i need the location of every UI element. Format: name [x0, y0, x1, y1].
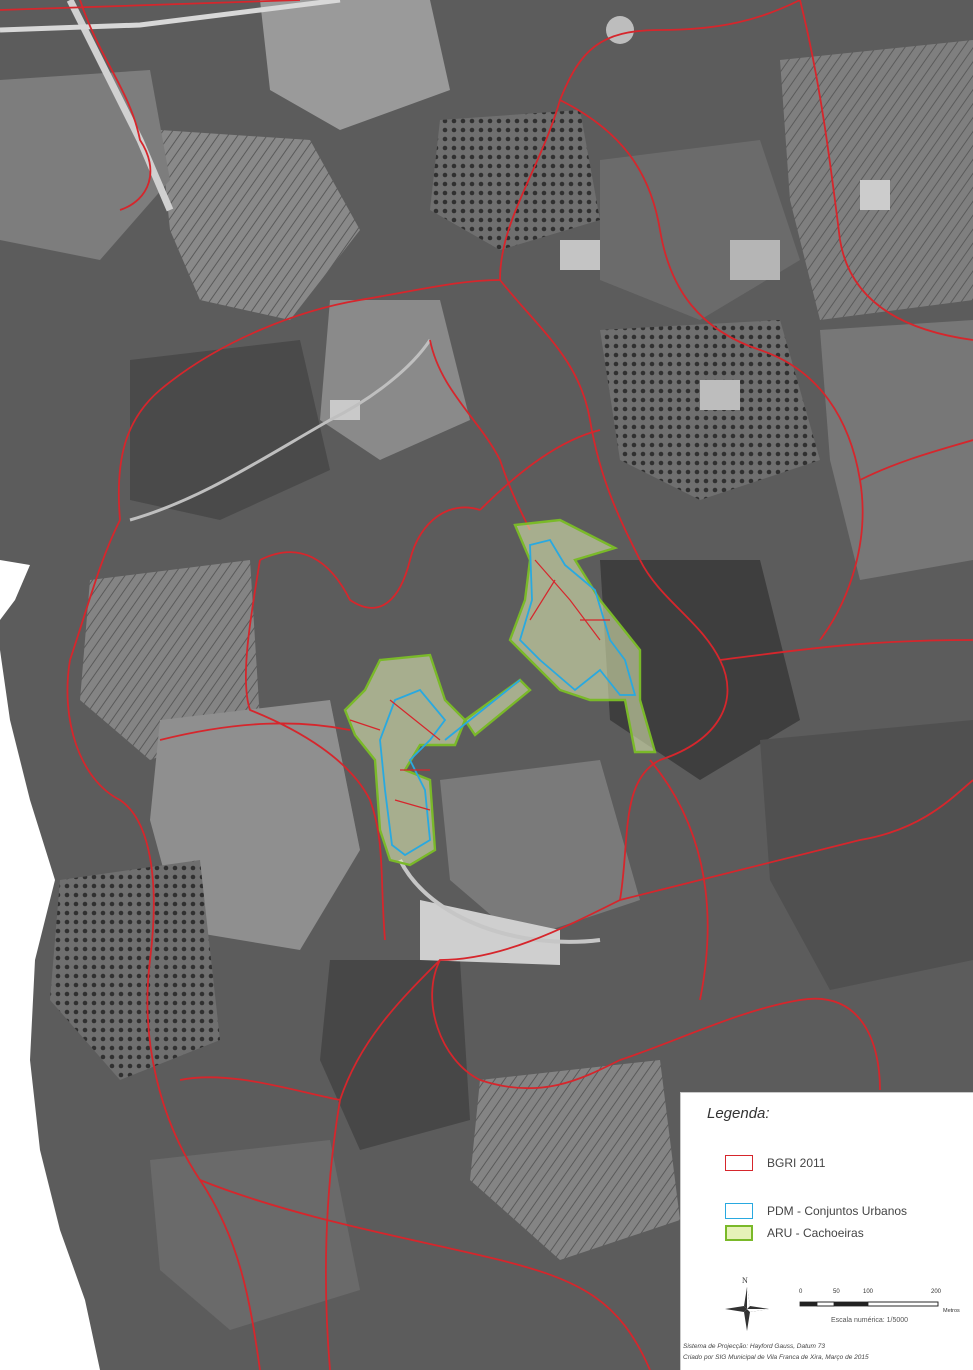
projection-credit: Sistema de Projecção: Hayford Gauss, Dat… — [683, 1343, 825, 1350]
legend-title: Legenda: — [707, 1105, 770, 1122]
north-label: N — [742, 1276, 748, 1285]
scale-ratio: Escala numérica: 1/5000 — [831, 1317, 909, 1324]
scale-unit: Metros — [943, 1308, 960, 1314]
scale-tick: 0 — [799, 1289, 803, 1295]
map-blank-area — [0, 560, 30, 620]
legend-panel: Legenda: BGRI 2011 PDM - Conjuntos Urban… — [680, 1092, 973, 1370]
legend-label-aru: ARU - Cachoeiras — [767, 1226, 864, 1240]
pdm-conjuntos-urbanos — [379, 538, 637, 857]
scale-bar-graphic — [799, 1301, 939, 1307]
pdm-swatch-icon — [725, 1203, 753, 1219]
scale-tick: 100 — [863, 1289, 874, 1295]
scale-tick: 200 — [931, 1289, 942, 1295]
legend-item-bgri: BGRI 2011 — [725, 1153, 825, 1173]
legend-item-aru: ARU - Cachoeiras — [725, 1223, 864, 1243]
legend-label-bgri: BGRI 2011 — [767, 1156, 826, 1170]
aru-swatch-icon — [725, 1225, 753, 1241]
author-credit: Criado por SIG Municipal de Vila Franca … — [683, 1354, 869, 1361]
north-arrow-icon — [725, 1287, 769, 1331]
legend-item-pdm: PDM - Conjuntos Urbanos — [725, 1201, 907, 1221]
bgri-swatch-icon — [725, 1155, 753, 1171]
scale-bar: 0 50 100 200 — [799, 1289, 942, 1321]
legend-label-pdm: PDM - Conjuntos Urbanos — [767, 1204, 908, 1218]
scale-tick: 50 — [833, 1289, 840, 1295]
